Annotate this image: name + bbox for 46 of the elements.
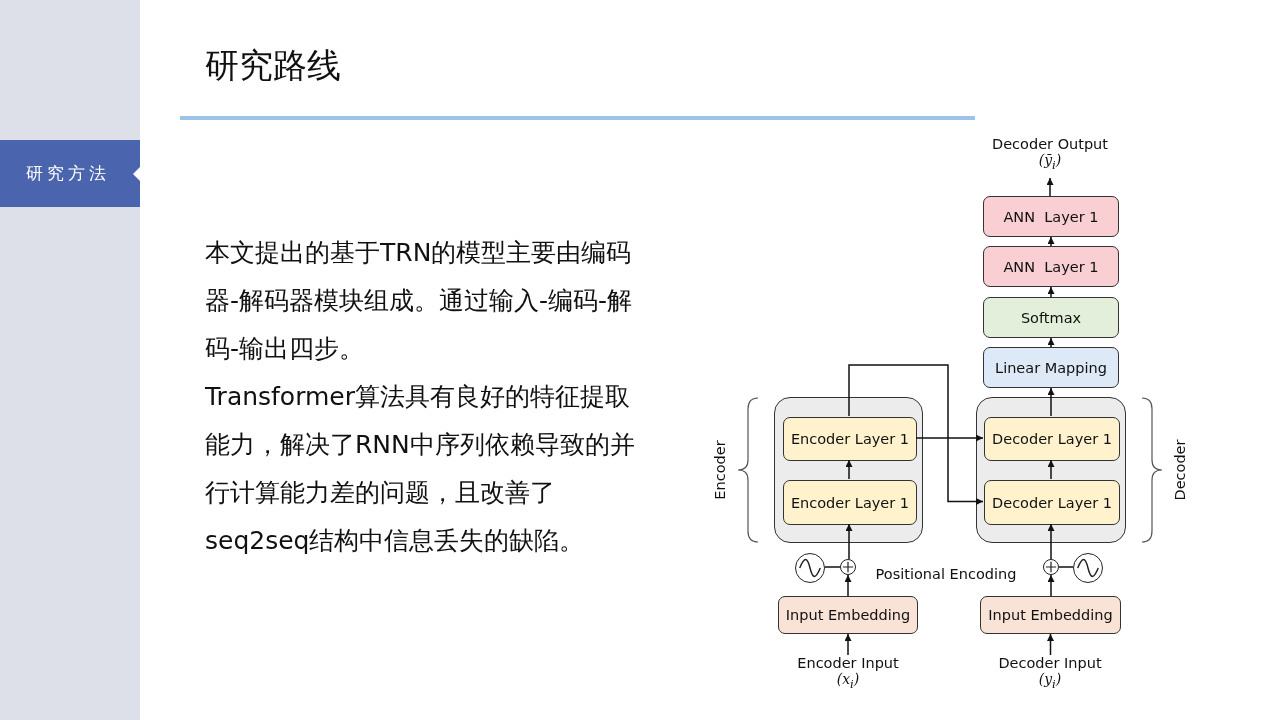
section-tab: 研究方法: [0, 140, 140, 207]
arrow: [844, 574, 852, 597]
arrow: [845, 459, 853, 480]
arrow: [845, 523, 853, 560]
arrow: [1047, 633, 1054, 656]
arrow: [844, 633, 852, 656]
brace-label: Encoder: [712, 440, 728, 500]
adder-symbol: [840, 559, 856, 575]
adder-symbol: [1043, 559, 1059, 575]
brace-label: Decoder: [1172, 439, 1188, 501]
layer-box: Decoder Layer 1: [984, 480, 1120, 525]
connector-line: [1058, 566, 1074, 568]
layer-box: Linear Mapping: [983, 347, 1119, 388]
embedding-box: Input Embedding: [980, 596, 1121, 634]
layer-box: ANN Layer 1: [983, 196, 1119, 237]
layer-box: Encoder Layer 1: [783, 417, 917, 461]
layer-box: ANN Layer 1: [983, 246, 1119, 287]
layer-box: Decoder Layer 1: [984, 417, 1120, 461]
arrow: [1047, 523, 1055, 560]
math-symbol: (x$_{i}$): [836, 671, 860, 691]
layer-box: Softmax: [983, 297, 1119, 338]
arrow: [1047, 387, 1055, 417]
arrow: [1047, 459, 1055, 480]
layer-box: Encoder Layer 1: [783, 480, 917, 525]
arrow: [1047, 574, 1055, 597]
decoder-block: [976, 397, 1126, 543]
body-paragraph: Transformer算法具有良好的特征提取能力，解决了RNN中序列依赖导致的并行计算能力差的问题，且改善了seq2seq结构中信息丢失的缺陷。: [205, 381, 636, 557]
arrow: [848, 364, 984, 505]
input-label: Encoder Input: [797, 655, 899, 671]
arrow: [1047, 286, 1055, 298]
arrow: [1046, 177, 1054, 197]
page-title: 研究路线: [205, 44, 341, 87]
arrow: [1047, 337, 1055, 348]
math-symbol: (y$_{i}$): [1038, 671, 1062, 691]
input-label: Decoder Input: [998, 655, 1102, 671]
arrow: [1047, 236, 1055, 247]
oscillator-symbol: [795, 553, 825, 583]
encoder-block: [774, 397, 923, 543]
arrow: [915, 434, 984, 442]
connector-line: [824, 566, 841, 568]
caption-text: Positional Encoding: [875, 566, 1017, 582]
embedding-box: Input Embedding: [778, 596, 918, 634]
oscillator-symbol: [1073, 553, 1103, 583]
math-symbol: (ȳ$_{i}$): [1038, 152, 1062, 172]
output-label: Decoder Output: [992, 136, 1108, 152]
body-paragraph: 本文提出的基于TRN的模型主要由编码器-解码器模块组成。通过输入-编码-解码-输出四步。: [205, 237, 634, 365]
